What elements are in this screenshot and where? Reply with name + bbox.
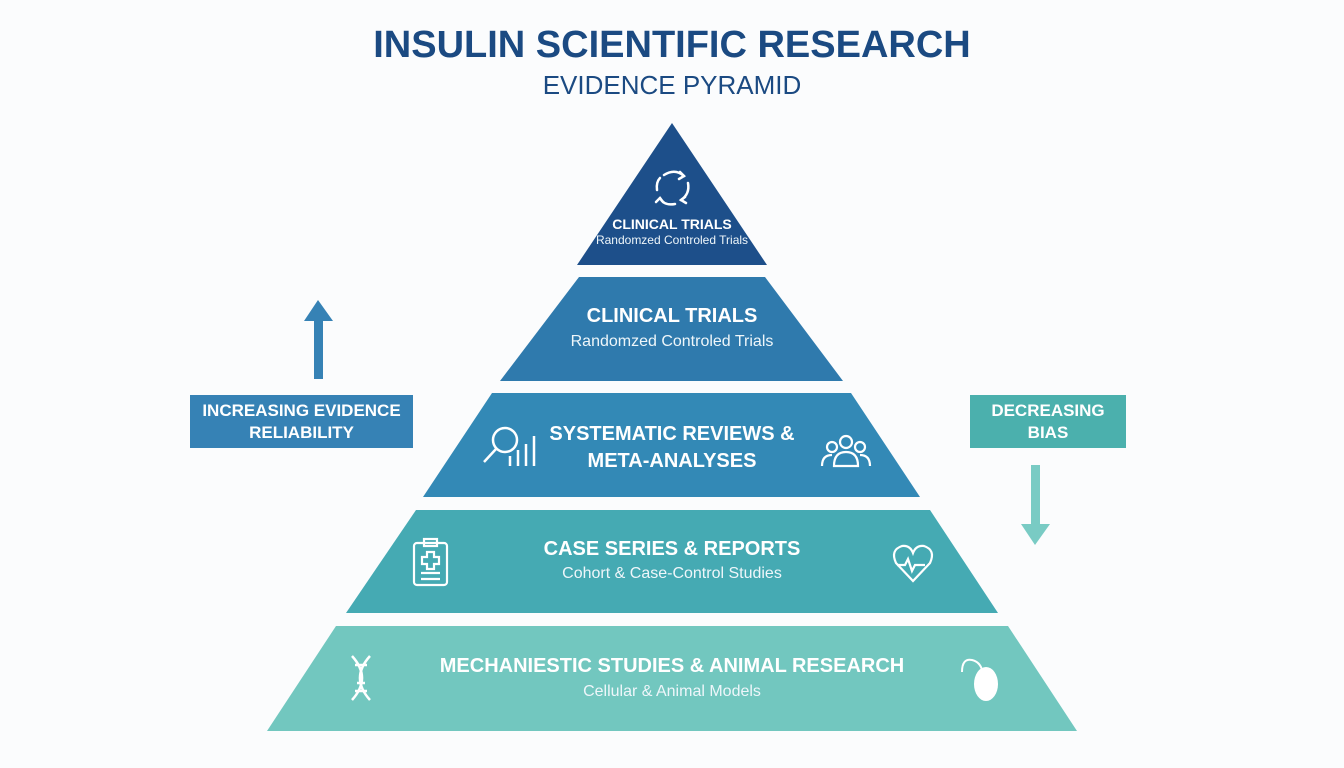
right-label-line-1: DECREASING bbox=[991, 400, 1105, 420]
tier-3-title-line-2: META-ANALYSES bbox=[587, 450, 757, 472]
tier-3-title: SYSTEMATIC REVIEWS & META-ANALYSES bbox=[0, 421, 1344, 475]
tier-1-shape bbox=[577, 123, 767, 265]
dna-icon bbox=[351, 655, 371, 701]
people-group-icon bbox=[820, 434, 872, 468]
tier-2-shape bbox=[500, 277, 843, 381]
tier-4-subtitle: Cohort & Case-Control Studies bbox=[562, 565, 782, 582]
tier-4-shape bbox=[346, 510, 998, 613]
tier-3-title-line-1: SYSTEMATIC REVIEWS & bbox=[549, 423, 795, 445]
tier-5-shape bbox=[267, 626, 1077, 731]
mouse-icon bbox=[961, 658, 998, 701]
tier-2-title: CLINICAL TRIALS bbox=[586, 305, 758, 327]
tier-1-subtitle: Randomzed Controled Trials bbox=[595, 233, 749, 247]
page-subtitle: EVIDENCE PYRAMID bbox=[542, 70, 802, 100]
tier-2-subtitle: Randomzed Controled Trials bbox=[570, 333, 774, 350]
left-label-line-2: RELIABILITY bbox=[249, 422, 354, 442]
tier-5-subtitle: Cellular & Animal Models bbox=[583, 683, 761, 700]
magnifier-chart-icon bbox=[483, 426, 536, 466]
clipboard-medical-icon bbox=[412, 537, 449, 587]
up-arrow-icon bbox=[304, 300, 333, 379]
heart-pulse-icon bbox=[892, 544, 934, 583]
down-arrow-icon bbox=[1021, 465, 1050, 545]
tier-1-title: CLINICAL TRIALS bbox=[612, 216, 732, 232]
page-title: INSULIN SCIENTIFIC RESEARCH bbox=[373, 24, 971, 66]
cycle-arrows-icon bbox=[654, 170, 690, 206]
tier-3-shape bbox=[423, 393, 920, 497]
tier-5-title: MECHANIESTIC STUDIES & ANIMAL RESEARCH bbox=[439, 655, 905, 677]
tier-4-title: CASE SERIES & REPORTS bbox=[543, 538, 801, 560]
right-label-line-2: BIAS bbox=[1027, 422, 1069, 442]
left-label-line-1: INCREASING EVIDENCE bbox=[202, 400, 401, 420]
